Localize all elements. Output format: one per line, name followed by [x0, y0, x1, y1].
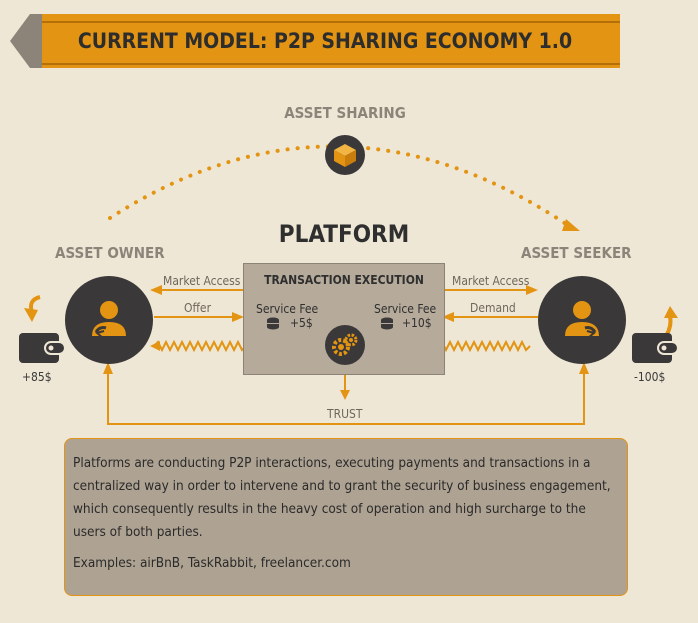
banner-stripe	[30, 21, 620, 65]
page-title: CURRENT MODEL: P2P SHARING ECONOMY 1.0	[77, 29, 573, 53]
service-fee-left-amount: +5$	[290, 316, 313, 330]
seeker-wallet-amount: -100$	[634, 370, 666, 384]
asset-seeker-label: ASSET SEEKER	[521, 244, 632, 262]
wallet-icon	[632, 333, 679, 370]
service-fee-left-label: Service Fee	[256, 302, 319, 316]
demand-label: Demand	[470, 301, 516, 315]
asset-owner-label: ASSET OWNER	[55, 244, 165, 262]
offer-label: Offer	[184, 301, 212, 315]
asset-owner-avatar	[65, 276, 153, 364]
transaction-execution-label: TRANSACTION EXECUTION	[264, 273, 424, 287]
description-text: Platforms are conducting P2P interaction…	[73, 455, 611, 540]
examples-text: Examples: airBnB, TaskRabbit, freelancer…	[73, 555, 351, 571]
banner-arrow-icon	[10, 14, 42, 68]
platform-title: PLATFORM	[278, 220, 410, 248]
coin-stack-icon	[266, 316, 280, 335]
gears-icon	[325, 325, 365, 365]
user-exchange-icon	[565, 301, 599, 339]
coin-stack-icon	[380, 316, 394, 335]
trust-label: TRUST	[327, 407, 363, 421]
package-icon	[325, 135, 365, 175]
market-access-left-label: Market Access	[163, 274, 241, 288]
description-box: Platforms are conducting P2P interaction…	[64, 438, 628, 596]
service-fee-right-label: Service Fee	[374, 302, 437, 316]
user-exchange-icon	[92, 301, 126, 339]
wallet-icon	[19, 333, 66, 370]
service-fee-right-amount: +10$	[402, 316, 432, 330]
asset-sharing-arc	[108, 144, 574, 230]
asset-sharing-label: ASSET SHARING	[284, 104, 406, 122]
owner-wallet-amount: +85$	[22, 370, 52, 384]
market-access-right-label: Market Access	[452, 274, 530, 288]
asset-seeker-avatar	[538, 276, 626, 364]
